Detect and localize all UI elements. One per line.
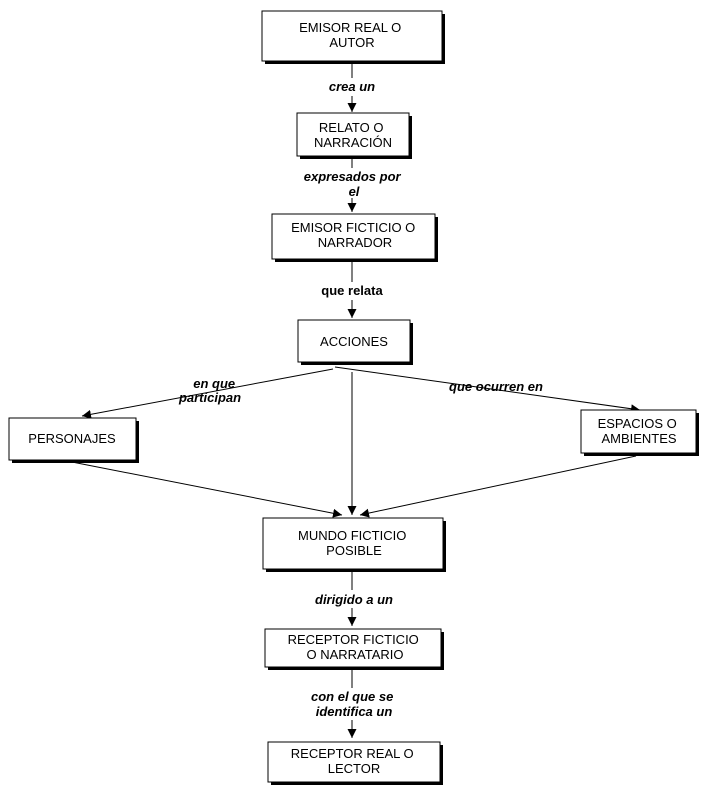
node-acciones: ACCIONES bbox=[297, 319, 413, 365]
node-espacios-line-1: ESPACIOS O bbox=[598, 416, 677, 431]
svg-text:ESPACIOS O AMBIENTES: ESPACIOS O AMBIENTES bbox=[598, 416, 681, 446]
svg-text:MUNDO FICTICIO POSIBLE: MUNDO FICTICIO POSIBLE bbox=[298, 528, 410, 558]
node-receptor-ficticio-line-2: O NARRATARIO bbox=[306, 647, 403, 662]
node-personajes: PERSONAJES bbox=[8, 417, 139, 463]
link-label-en-que-participan: en que participan bbox=[178, 376, 241, 405]
link-label-expresados-por: expresados por el bbox=[304, 169, 404, 199]
connector-acciones-to-espacios bbox=[334, 366, 641, 414]
svg-text:PERSONAJES: PERSONAJES bbox=[28, 431, 116, 446]
link-label-que-relata: que relata bbox=[321, 283, 383, 298]
link-label-que-ocurren-en: que ocurren en bbox=[449, 379, 543, 394]
svg-text:RECEPTOR FICTICIO O NARR: RECEPTOR FICTICIO O NARRATARIO bbox=[288, 632, 423, 662]
node-emisor-real-line-2: AUTOR bbox=[329, 35, 374, 50]
node-mundo: MUNDO FICTICIO POSIBLE bbox=[262, 517, 446, 572]
connector-acciones-to-personajes bbox=[81, 368, 334, 419]
svg-text:RECEPTOR REAL O LECTOR: RECEPTOR REAL O LECTOR bbox=[291, 746, 417, 776]
node-receptor-real: RECEPTOR REAL O LECTOR bbox=[267, 741, 443, 785]
svg-text:RELATO O NARRACIÓN: RELATO O NARRACIÓN bbox=[314, 120, 392, 150]
node-emisor-ficticio: EMISOR FICTICIO O NARRADOR bbox=[271, 213, 438, 262]
svg-text:EMISOR FICTICIO O NARRAD: EMISOR FICTICIO O NARRADOR bbox=[291, 220, 419, 250]
node-espacios: ESPACIOS O AMBIENTES bbox=[580, 409, 699, 456]
svg-text:EMISOR REAL O AUTOR: EMISOR REAL O AUTOR bbox=[299, 20, 405, 50]
node-personajes-line-1: PERSONAJES bbox=[28, 431, 116, 446]
svg-text:ACCIONES: ACCIONES bbox=[320, 334, 388, 349]
connector-personajes-to-mundo bbox=[71, 461, 343, 518]
node-emisor-real-line-1: EMISOR REAL O bbox=[299, 20, 401, 35]
connector-espacios-to-mundo bbox=[359, 455, 637, 518]
link-label-con-el-que-se: con el que se identifica un bbox=[311, 689, 397, 719]
node-relato-line-1: RELATO O bbox=[319, 120, 384, 135]
node-receptor-real-line-1: RECEPTOR REAL O bbox=[291, 746, 414, 761]
node-emisor-ficticio-line-2: NARRADOR bbox=[318, 235, 392, 250]
node-receptor-ficticio: RECEPTOR FICTICIO O NARRATARIO bbox=[264, 628, 444, 670]
node-mundo-line-2: POSIBLE bbox=[326, 543, 382, 558]
node-emisor-real: EMISOR REAL O AUTOR bbox=[261, 10, 445, 64]
node-receptor-ficticio-line-1: RECEPTOR FICTICIO bbox=[288, 632, 419, 647]
node-espacios-line-2: AMBIENTES bbox=[601, 431, 676, 446]
node-receptor-real-line-2: LECTOR bbox=[328, 761, 381, 776]
node-mundo-line-1: MUNDO FICTICIO bbox=[298, 528, 406, 543]
node-emisor-ficticio-line-1: EMISOR FICTICIO O bbox=[291, 220, 415, 235]
node-acciones-line-1: ACCIONES bbox=[320, 334, 388, 349]
link-label-dirigido-a-un: dirigido a un bbox=[315, 592, 393, 607]
node-relato-line-2: NARRACIÓN bbox=[314, 135, 392, 150]
link-label-crea-un: crea un bbox=[329, 79, 375, 94]
node-relato: RELATO O NARRACIÓN bbox=[296, 112, 412, 159]
